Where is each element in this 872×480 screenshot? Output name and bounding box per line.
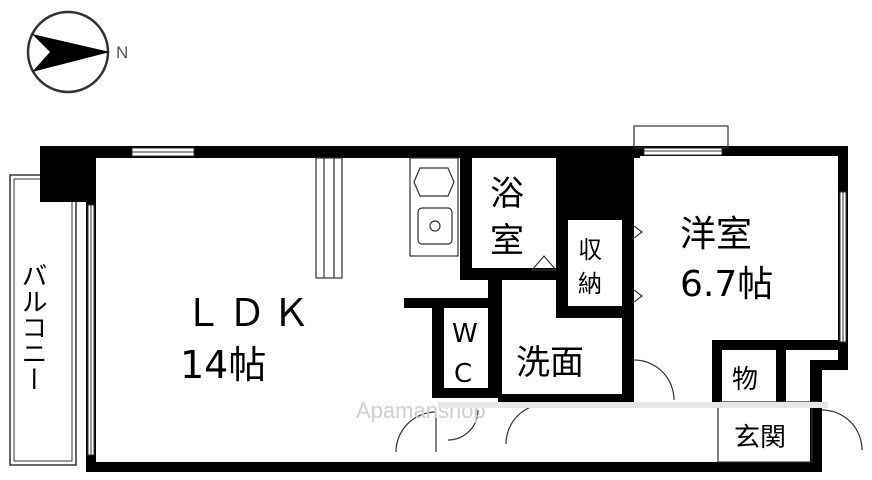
door-swing-ldk [395,411,437,453]
wall-top-right [626,146,848,156]
stove-icon [413,167,455,197]
door-swing-wash [505,403,547,445]
wall-closet-right [776,340,786,402]
wc-label-1: W [452,319,478,349]
watermark-bar [438,402,828,408]
washroom-label: 洗面 [516,343,584,383]
wall-right-lower [810,360,822,472]
wall-western-bottom [712,340,848,350]
western-name-label: 洋室 [680,214,752,255]
wall-closet-left [712,340,722,402]
door-swing-western [633,359,675,401]
western-size-label: 6.7帖 [680,264,773,305]
wc-label-2: C [454,359,472,389]
wall-bath-left [460,150,472,280]
storage-label-2: 納 [578,270,602,298]
western-balcony-ledge [633,125,729,149]
watermark: Apamanshop [356,398,486,423]
closet-label: 物 [732,365,758,395]
compass: N [26,10,128,94]
bath-label-2: 室 [490,221,524,261]
balcony-label: バルコニー [17,262,47,392]
wall-bottom [86,462,822,472]
wall-right-step [810,360,848,370]
door-swing-entrance [821,409,863,451]
kitchen-counter-hood [315,157,343,279]
wall-wash-top [556,306,634,318]
wall-storage-left [556,150,568,318]
kitchen-counter [409,157,459,257]
wall-wc-bottom [432,388,502,398]
bath-label-1: 浴 [490,174,524,214]
kitchen [315,157,459,279]
wall-top [40,146,640,158]
storage-label-1: 収 [578,236,602,264]
wall-wc-top [404,298,502,308]
windows [87,147,847,456]
wall-wc-right [488,268,502,398]
north-label: N [116,43,128,62]
walls [40,146,848,472]
wall-wc-left [432,298,444,390]
wall-wash-bottom [498,394,634,402]
north-arrow-icon [32,34,110,72]
wall-storage-block [556,150,634,220]
sink-icon [417,207,453,245]
wall-wash-right [622,306,634,398]
ldk-size-label: 14帖 [180,343,266,387]
bath-step-marker [530,255,558,271]
entrance-label: 玄関 [734,423,786,453]
ldk-name-label: ＬＤＫ [184,291,316,335]
room-labels: バルコニー ＬＤＫ 14帖 浴 室 収 納 洋室 6.7帖 W C 洗面 物 玄… [17,174,786,453]
wall-bath-bottom [460,268,560,280]
door-swing-wc [447,409,479,441]
